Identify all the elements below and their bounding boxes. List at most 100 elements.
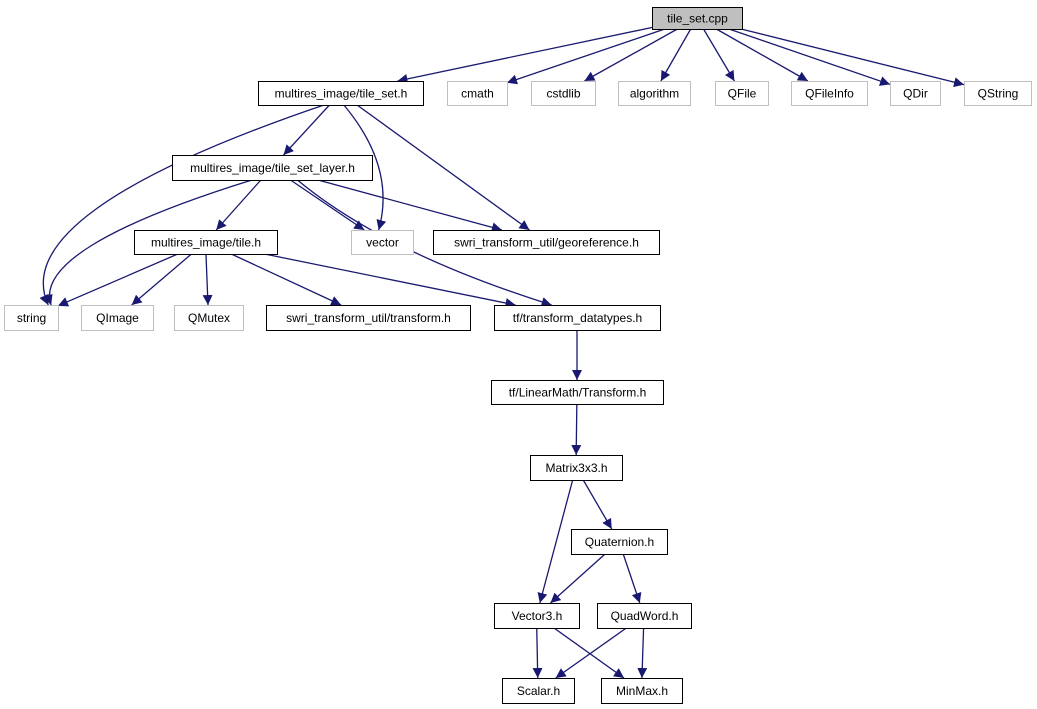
node-label: Quaternion.h xyxy=(585,535,654,549)
edge-quadword-h-to-scalar-h xyxy=(555,627,627,679)
node-qfileinfo: QFileInfo xyxy=(791,81,868,106)
edge-vector3-h-to-minmax-h xyxy=(553,627,625,679)
node-transform-datatypes-h[interactable]: tf/transform_datatypes.h xyxy=(494,305,661,331)
node-scalar-h[interactable]: Scalar.h xyxy=(502,678,575,704)
node-vector: vector xyxy=(351,230,414,255)
node-tile-set-layer-h[interactable]: multires_image/tile_set_layer.h xyxy=(172,155,373,181)
node-box xyxy=(502,678,575,704)
node-box xyxy=(652,7,743,30)
edge-tile-h-to-string xyxy=(57,253,179,307)
node-box xyxy=(433,230,660,255)
node-label: algorithm xyxy=(630,87,679,101)
edge-tile-set-cpp-to-qfile xyxy=(702,28,735,82)
node-label: QString xyxy=(978,87,1019,101)
node-label: QFileInfo xyxy=(805,87,854,101)
nodes-layer: tile_set.cpp multires_image/tile_set.h cma… xyxy=(4,7,1032,704)
edge-tile-set-cpp-to-qdir xyxy=(728,28,891,86)
node-box xyxy=(601,678,683,704)
edge-linearmath-transform-h-to-matrix3x3-h xyxy=(571,403,582,456)
node-box xyxy=(134,230,278,255)
node-minmax-h[interactable]: MinMax.h xyxy=(601,678,683,704)
node-box xyxy=(447,81,508,106)
node-box xyxy=(618,81,691,106)
node-label: swri_transform_util/transform.h xyxy=(286,311,451,325)
node-qdir: QDir xyxy=(890,81,941,106)
edge-matrix3x3-h-to-vector3-h xyxy=(537,479,574,604)
node-tile-set-cpp[interactable]: tile_set.cpp xyxy=(652,7,743,30)
node-label: multires_image/tile_set_layer.h xyxy=(190,161,355,175)
node-box xyxy=(791,81,868,106)
node-tile-h[interactable]: multires_image/tile.h xyxy=(134,230,278,255)
edge-tile-set-h-to-string xyxy=(39,104,325,306)
edge-quaternion-h-to-quadword-h xyxy=(622,553,642,604)
edge-tile-set-cpp-to-cmath xyxy=(506,28,665,85)
node-label: tf/transform_datatypes.h xyxy=(513,311,642,325)
node-label: Scalar.h xyxy=(517,684,560,698)
node-label: multires_image/tile_set.h xyxy=(275,87,408,101)
edge-tile-set-layer-h-to-tile-h xyxy=(215,179,262,231)
node-label: tile_set.cpp xyxy=(667,12,728,26)
node-matrix3x3-h[interactable]: Matrix3x3.h xyxy=(530,455,623,481)
node-transform-h[interactable]: swri_transform_util/transform.h xyxy=(266,305,471,331)
node-qimage: QImage xyxy=(81,305,154,331)
node-box xyxy=(4,305,59,331)
edge-tile-set-layer-h-to-vector xyxy=(290,179,365,231)
edge-tile-set-cpp-to-algorithm xyxy=(660,28,692,82)
node-box xyxy=(258,81,424,106)
node-qfile: QFile xyxy=(715,81,769,106)
node-box xyxy=(266,305,471,331)
node-label: Matrix3x3.h xyxy=(545,461,607,475)
edge-tile-set-cpp-to-qstring xyxy=(740,28,965,88)
node-box xyxy=(494,603,580,629)
node-label: QFile xyxy=(728,87,757,101)
node-box xyxy=(174,305,244,331)
node-algorithm: algorithm xyxy=(618,81,691,106)
node-box xyxy=(715,81,769,106)
edge-vector3-h-to-scalar-h xyxy=(532,627,543,679)
node-linearmath-transform-h[interactable]: tf/LinearMath/Transform.h xyxy=(491,380,664,405)
node-label: cstdlib xyxy=(546,87,580,101)
node-qstring: QString xyxy=(964,81,1032,106)
edge-tile-h-to-qmutex xyxy=(202,253,213,306)
edge-tile-set-h-to-tile-set-layer-h xyxy=(283,104,330,156)
node-box xyxy=(491,380,664,405)
edge-tile-set-cpp-to-qfileinfo xyxy=(716,28,809,82)
node-georeference-h[interactable]: swri_transform_util/georeference.h xyxy=(433,230,660,255)
node-box xyxy=(571,529,668,555)
edge-tile-h-to-transform-datatypes-h xyxy=(264,253,516,308)
node-box xyxy=(172,155,373,181)
node-box xyxy=(351,230,414,255)
node-cmath: cmath xyxy=(447,81,508,106)
edge-quaternion-h-to-vector3-h xyxy=(550,553,606,604)
node-label: swri_transform_util/georeference.h xyxy=(454,236,639,250)
node-cstdlib: cstdlib xyxy=(531,81,596,106)
node-string: string xyxy=(4,305,59,331)
node-box xyxy=(81,305,154,331)
node-box xyxy=(890,81,941,106)
node-box xyxy=(530,455,623,481)
edge-tile-set-cpp-to-tile-set-h xyxy=(397,26,653,84)
edge-tile-h-to-qimage xyxy=(131,253,192,306)
edges-layer xyxy=(39,26,965,679)
node-vector3-h[interactable]: Vector3.h xyxy=(494,603,580,629)
node-label: QDir xyxy=(903,87,928,101)
node-box xyxy=(494,305,661,331)
edge-matrix3x3-h-to-quaternion-h xyxy=(582,479,613,530)
node-label: MinMax.h xyxy=(616,684,668,698)
node-quadword-h[interactable]: QuadWord.h xyxy=(597,603,692,629)
edge-quadword-h-to-minmax-h xyxy=(637,627,648,679)
node-box xyxy=(531,81,596,106)
node-label: QMutex xyxy=(188,311,230,325)
node-box xyxy=(964,81,1032,106)
node-tile-set-h[interactable]: multires_image/tile_set.h xyxy=(258,81,424,106)
edge-tile-set-h-to-georeference-h xyxy=(356,104,530,231)
edge-tile-set-h-to-vector xyxy=(343,104,387,231)
node-qmutex: QMutex xyxy=(174,305,244,331)
node-label: Vector3.h xyxy=(512,609,563,623)
node-label: multires_image/tile.h xyxy=(151,236,261,250)
node-label: QuadWord.h xyxy=(611,609,679,623)
node-label: cmath xyxy=(461,87,494,101)
node-label: string xyxy=(17,311,46,325)
node-quaternion-h[interactable]: Quaternion.h xyxy=(571,529,668,555)
